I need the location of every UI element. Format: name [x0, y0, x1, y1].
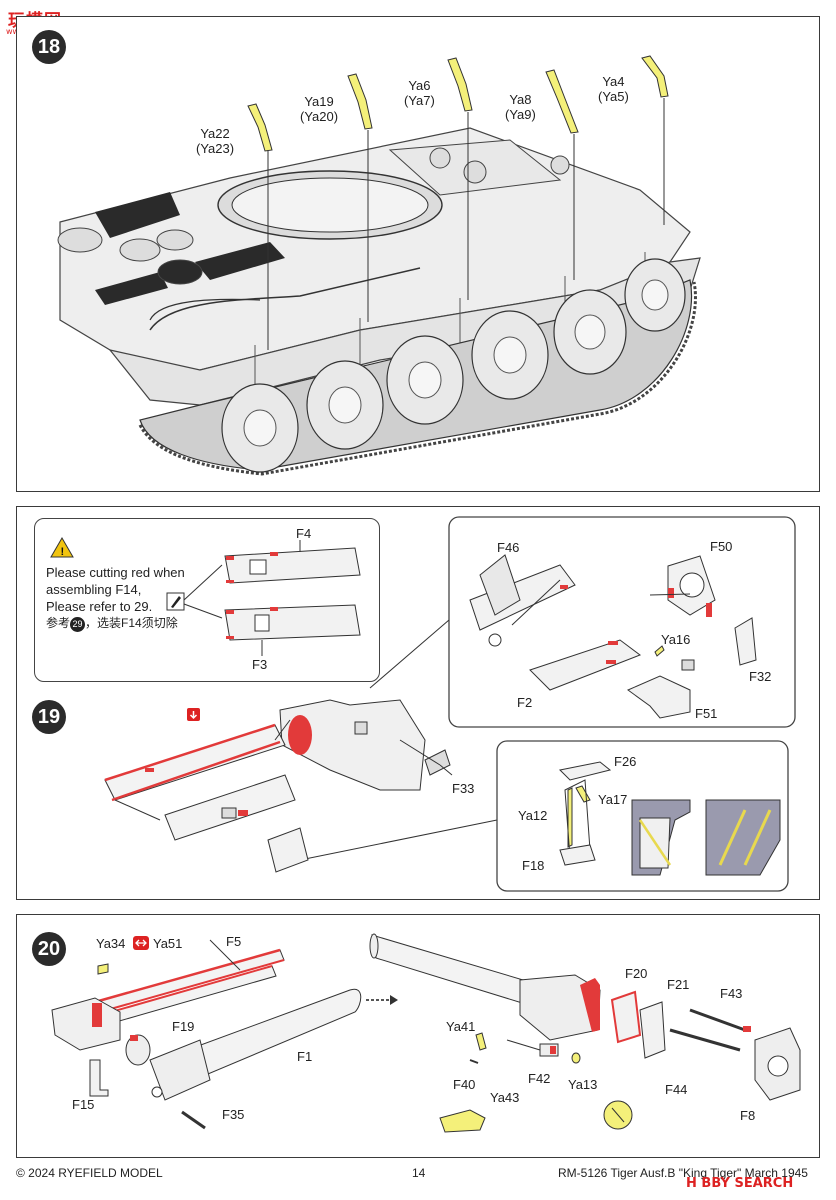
- part-label-f46: F46: [497, 540, 520, 555]
- part-label-ya43: Ya43: [490, 1090, 520, 1105]
- part-label-ya12: Ya12: [518, 808, 548, 823]
- part-label-f1: F1: [297, 1049, 313, 1064]
- part-label-ya13: Ya13: [568, 1077, 598, 1092]
- part-label-f2: F2: [517, 695, 533, 710]
- part-label-f5: F5: [226, 934, 242, 949]
- part-label-ya34: Ya34: [96, 936, 126, 951]
- part-label-ya17: Ya17: [598, 792, 628, 807]
- part-label-f18: F18: [522, 858, 545, 873]
- part-label-f32: F32: [749, 669, 772, 684]
- part-label-ya16: Ya16: [661, 632, 691, 647]
- part-label-f8: F8: [740, 1108, 756, 1123]
- part-label-ya51: Ya51: [153, 936, 183, 951]
- part-label-f20: F20: [625, 966, 648, 981]
- footer-page-number: 14: [412, 1166, 426, 1180]
- part-label-f19: F19: [172, 1019, 195, 1034]
- part-label-f44: F44: [665, 1082, 688, 1097]
- footer-copyright: © 2024 RYEFIELD MODEL: [16, 1166, 163, 1180]
- part-label-f3: F3: [252, 657, 268, 672]
- part-label-f43: F43: [720, 986, 743, 1001]
- step-18-illustration: [57, 55, 701, 476]
- part-label-f50: F50: [710, 539, 733, 554]
- part-label-f33: F33: [452, 781, 475, 796]
- hobby-search-logo: H BBY SEARCH: [686, 1176, 794, 1191]
- step-20-number: 20: [32, 932, 66, 966]
- part-label-ya19: Ya19(Ya20): [300, 94, 339, 124]
- part-label-ya4: Ya4(Ya5): [598, 74, 629, 104]
- step-18-number: 18: [32, 30, 66, 64]
- part-label-f42: F42: [528, 1071, 551, 1086]
- part-label-f26: F26: [614, 754, 637, 769]
- part-label-f40: F40: [453, 1077, 476, 1092]
- footer-title: RM-5126 Tiger Ausf.B "King Tiger" March …: [558, 1166, 808, 1180]
- part-label-ya22: Ya22(Ya23): [196, 126, 235, 156]
- part-label-ya6: Ya6(Ya7): [404, 78, 435, 108]
- step-19-note-box: [34, 518, 380, 682]
- part-label-f15: F15: [72, 1097, 95, 1112]
- step-19-number: 19: [32, 700, 66, 734]
- part-label-ya8: Ya8(Ya9): [505, 92, 536, 122]
- part-label-f21: F21: [667, 977, 690, 992]
- part-label-f35: F35: [222, 1107, 245, 1122]
- step-ref-badge: 29: [70, 617, 86, 632]
- part-label-f4: F4: [296, 526, 312, 541]
- part-label-ya41: Ya41: [446, 1019, 476, 1034]
- step-19-note-text: Please cutting red when assembling F14, …: [46, 565, 185, 632]
- part-label-f51: F51: [695, 706, 718, 721]
- svg-text:!: !: [61, 546, 65, 558]
